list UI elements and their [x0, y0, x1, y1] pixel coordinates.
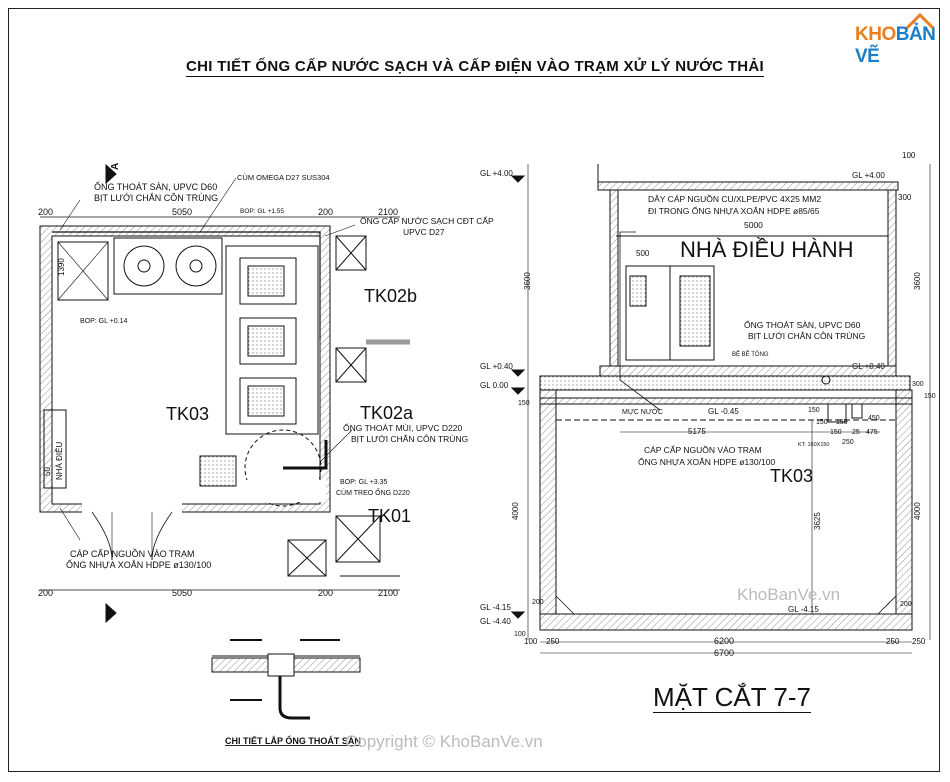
dim-200a: 200: [38, 207, 53, 217]
sec-drain: ỐNG THOÁT SÀN, UPVC D60: [744, 319, 861, 330]
label-water-pipe2: UPVC D27: [403, 227, 445, 237]
label-side: NHÀ ĐIỀU: [54, 442, 64, 480]
sec-dim3600l: 3600: [523, 272, 532, 290]
sec-gl400: GL +4.00: [480, 169, 513, 178]
sec-gl000: GL 0.00: [480, 381, 509, 390]
sec-dim200l: 200: [532, 599, 544, 606]
sec-d250a: 250: [842, 439, 854, 446]
sec-cable2: ĐI TRONG ỐNG NHỰA XOẮN HDPE ø85/65: [648, 205, 820, 216]
label-drain-top2: BỊT LƯỚI CHẮN CÔN TRÙNG: [94, 193, 218, 203]
sec-gl-440: GL -4.40: [480, 617, 511, 626]
dim-50: 50: [43, 467, 52, 476]
sec-d475: 475: [866, 429, 878, 436]
label-tk02a: TK02a: [360, 403, 414, 423]
section-title: MẶT CẮT 7-7: [653, 682, 811, 713]
sec-water-level: MỰC NƯỚC: [622, 407, 663, 416]
sec-gl-045: GL -0.45: [708, 407, 739, 416]
label-bop014: BOP: GL +0.14: [80, 318, 128, 325]
sec-dim3600r: 3600: [913, 272, 922, 290]
sec-dim250c: 250: [886, 637, 900, 646]
plan-view: [39, 163, 410, 624]
label-power-in2: ỐNG NHỰA XOẮN HDPE ø130/100: [66, 559, 211, 570]
label-bop335: BOP: GL +3.35: [340, 479, 388, 486]
dim-1390: 1390: [57, 258, 66, 276]
sec-tk03: TK03: [770, 466, 813, 486]
sec-gl400r: GL +4.00: [852, 171, 885, 180]
label-vent2: BỊT LƯỚI CHẮN CÔN TRÙNG: [351, 434, 468, 444]
sec-d150c: 150: [816, 419, 828, 426]
dim-2100a: 2100: [378, 207, 398, 217]
kho-ban-ve-logo: KHOBẢN VẼ: [855, 24, 936, 67]
sec-dim100: 100: [902, 151, 916, 160]
floor-drain-detail: [211, 639, 361, 720]
label-tk03: TK03: [166, 404, 209, 424]
sec-dim500: 500: [636, 249, 650, 258]
dim-2100b: 2100: [378, 588, 398, 598]
roof-logo-icon: [905, 12, 935, 30]
section-mark-a: A: [110, 163, 121, 170]
dim-5050a: 5050: [172, 207, 192, 217]
sec-d150a: 150: [808, 407, 820, 414]
dim-200b: 200: [318, 207, 333, 217]
sec-dim5175: 5175: [688, 427, 706, 436]
sec-be: BỆ BÊ TÔNG: [732, 350, 769, 358]
sec-gl040r: GL +0.40: [852, 362, 885, 371]
sec-dim150r: 150: [924, 393, 936, 400]
sec-dim4000l: 4000: [511, 502, 520, 520]
sec-dim150l: 150: [518, 400, 530, 407]
sec-dim300: 300: [898, 193, 912, 202]
drawing-title: CHI TIẾT ỐNG CẤP NƯỚC SẠCH VÀ CẤP ĐIỆN V…: [186, 58, 764, 77]
label-vent: ỐNG THOÁT MÙI, UPVC D220: [343, 422, 462, 433]
sec-d150d: 150: [836, 419, 848, 426]
sec-dim300b: 300: [912, 381, 924, 388]
label-cum-treo: CÙM TREO ỐNG D220: [336, 487, 410, 497]
drawing-frame: [8, 8, 940, 772]
watermark: KhoBanVe.vn: [737, 585, 841, 604]
sec-dim3625: 3625: [813, 512, 822, 530]
sec-dim250b: 250: [546, 637, 560, 646]
sec-dim100c: 100: [524, 637, 538, 646]
label-tk02b: TK02b: [364, 286, 417, 306]
sec-dim4000r: 4000: [913, 502, 922, 520]
section-labels: GL +4.00 GL +4.00 100 300 DÂY CÁP NGUỒN …: [480, 151, 936, 658]
sec-gl040l: GL +0.40: [480, 362, 513, 371]
sec-room: NHÀ ĐIỀU HÀNH: [680, 237, 854, 262]
sec-cable-in: CÁP CẤP NGUỒN VÀO TRẠM: [644, 444, 762, 455]
sec-d150b: 150: [830, 429, 842, 436]
copyright: Copyright © KhoBanVe.vn: [345, 732, 543, 751]
section-view: [510, 164, 931, 654]
dim-200c: 200: [38, 588, 53, 598]
dim-200d: 200: [318, 588, 333, 598]
label-drain-top: ỐNG THOÁT SÀN, UPVC D60: [94, 181, 217, 192]
sec-drain2: BỊT LƯỚI CHẮN CÔN TRÙNG: [748, 331, 865, 341]
detail-title: CHI TIẾT LẮP ỐNG THOÁT SÀN: [225, 735, 361, 746]
sec-dim6700: 6700: [714, 648, 734, 658]
label-tk01: TK01: [368, 506, 411, 526]
sec-gl-415m: GL -4.15: [788, 605, 819, 614]
label-power-in: CÁP CẤP NGUỒN VÀO TRẠM: [70, 548, 195, 559]
sec-cable-in2: ỐNG NHỰA XOẮN HDPE ø130/100: [638, 456, 775, 467]
dim-5050b: 5050: [172, 588, 192, 598]
sec-d25: 25: [852, 429, 860, 436]
sec-dim250d: 250: [912, 637, 926, 646]
sec-dim5000: 5000: [744, 220, 763, 230]
sec-dim6200: 6200: [714, 636, 734, 646]
sec-kt: KT: 150X150: [798, 442, 830, 448]
label-water-pipe: ỐNG CẤP NƯỚC SẠCH CĐT CẤP: [360, 215, 494, 226]
sec-gl-415l: GL -4.15: [480, 603, 511, 612]
plan-labels: ỐNG THOÁT SÀN, UPVC D60 BỊT LƯỚI CHẮN CÔ…: [38, 163, 494, 598]
sec-dim100b: 100: [514, 631, 526, 638]
sec-d450: 450: [868, 415, 880, 422]
sec-dim200r: 200: [900, 601, 912, 608]
label-omega: CÙM OMEGA D27 SUS304: [237, 173, 330, 182]
label-bop155: BOP: GL +1.55: [240, 208, 284, 215]
sec-cable: DÂY CÁP NGUỒN CU/XLPE/PVC 4X25 MM2: [648, 193, 821, 204]
